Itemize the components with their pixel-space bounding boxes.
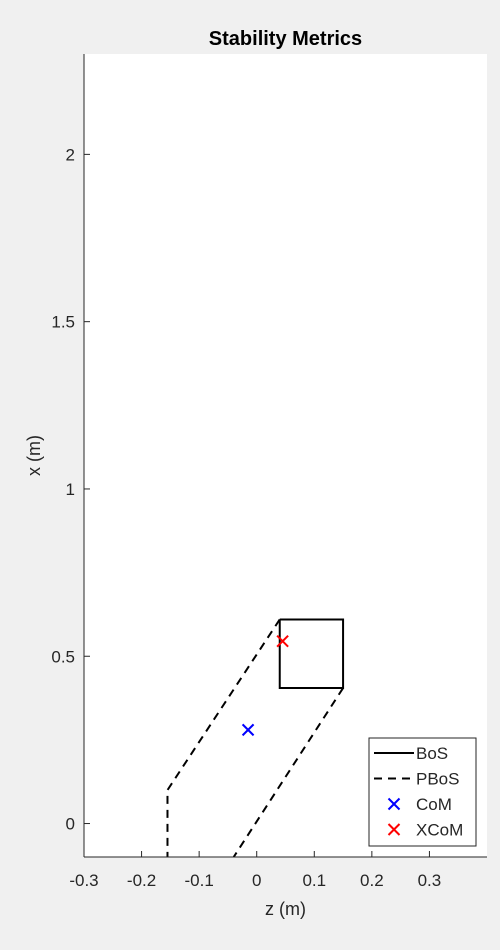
com-marker xyxy=(241,723,255,737)
legend-swatch xyxy=(387,797,401,811)
x-tick-label: -0.1 xyxy=(184,871,213,890)
y-tick-label: 1 xyxy=(66,480,75,499)
legend-label: CoM xyxy=(416,795,452,814)
legend-item-pbos[interactable]: PBoS xyxy=(374,770,459,789)
y-tick-label: 2 xyxy=(66,145,75,164)
x-tick-label: 0.3 xyxy=(418,871,442,890)
legend-label: PBoS xyxy=(416,770,459,789)
legend-item-bos[interactable]: BoS xyxy=(374,744,448,763)
x-axis-label: z (m) xyxy=(265,899,306,919)
y-tick-label: 1.5 xyxy=(51,313,75,332)
x-tick-label: 0.2 xyxy=(360,871,384,890)
x-tick-label: -0.3 xyxy=(69,871,98,890)
x-tick-label: 0 xyxy=(252,871,261,890)
y-axis-label: x (m) xyxy=(24,435,44,476)
pbos-line-1 xyxy=(232,687,344,858)
legend-box xyxy=(368,737,477,847)
legend[interactable]: BoS PBoS CoM XCoM xyxy=(368,737,477,847)
y-tick-label: 0.5 xyxy=(51,647,75,666)
bos-polygon xyxy=(278,618,345,690)
xcom-marker xyxy=(276,634,289,648)
y-tick-label: 0 xyxy=(66,815,75,834)
plot-area xyxy=(84,54,487,857)
legend-swatch xyxy=(387,823,401,836)
legend-label: XCoM xyxy=(416,821,463,840)
x-tick-label: -0.2 xyxy=(127,871,156,890)
axes-layer: -0.3 -0.2 -0.1 0 0.1 0.2 0.3 0 0.5 1 1.5 2 xyxy=(51,54,487,890)
legend-item-xcom[interactable]: XCoM xyxy=(387,821,464,840)
chart-title: Stability Metrics xyxy=(209,28,362,50)
x-tick-label: 0.1 xyxy=(302,871,326,890)
legend-label: BoS xyxy=(416,744,448,763)
legend-item-com[interactable]: CoM xyxy=(387,795,452,814)
data-layer xyxy=(166,618,345,858)
